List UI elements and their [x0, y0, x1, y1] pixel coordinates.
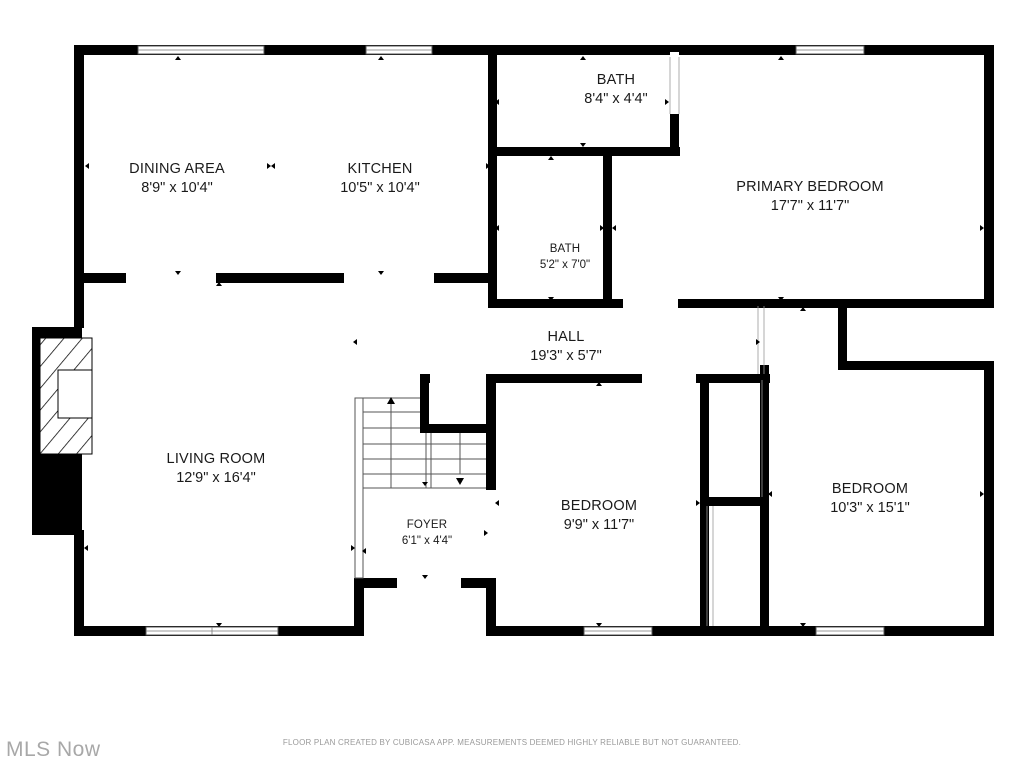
wall-kitchen-bottom: [74, 273, 496, 283]
wall-primary-bottom: [678, 299, 994, 308]
room-name: KITCHEN: [347, 161, 413, 177]
room-dimensions: 17'7" x 11'7": [770, 198, 850, 214]
wall-stair-right: [486, 374, 496, 490]
room-name: BATH: [596, 72, 636, 88]
room-name: BEDROOM: [560, 498, 638, 514]
room-hall: HALL 19'3" x 5'7": [530, 329, 601, 364]
room-dimensions: 8'4" x 4'4": [584, 91, 648, 107]
room-name: BATH: [549, 243, 581, 255]
room-primary-bedroom: PRIMARY BEDROOM 17'7" x 11'7": [736, 179, 884, 214]
room-name: DINING AREA: [129, 161, 225, 177]
wall-left-lower: [74, 530, 84, 636]
room-bath-upper: BATH 8'4" x 4'4": [584, 72, 647, 107]
wall-closet2-mid: [700, 497, 768, 506]
wall-bath1-right: [670, 114, 679, 156]
windows: [137, 45, 885, 636]
wall-foyer-right: [486, 578, 496, 636]
wall-foyer-left: [354, 580, 364, 636]
stairs: [354, 397, 486, 579]
mls-now-watermark: MLS Now: [6, 738, 101, 761]
room-dimensions: 9'9" x 11'7": [563, 517, 635, 533]
wall-stair-left: [420, 374, 429, 432]
wall-top: [74, 45, 994, 55]
wall-closet-left: [838, 306, 847, 370]
wall-closet-bottom: [838, 361, 994, 370]
room-dimensions: 19'3" x 5'7": [530, 348, 602, 364]
room-living-room: LIVING ROOM 12'9" x 16'4": [167, 451, 266, 486]
fireplace-hearth: [39, 337, 93, 455]
room-dimensions: 5'2" x 7'0": [539, 259, 591, 271]
wall-bath2-right: [603, 150, 612, 308]
room-bedroom-center: BEDROOM 9'9" x 11'7": [561, 498, 637, 533]
wall-bedroom2-left: [760, 365, 769, 636]
room-dimensions: 10'5" x 10'4": [340, 180, 420, 196]
room-name: HALL: [547, 329, 585, 345]
room-name: LIVING ROOM: [166, 451, 266, 467]
wall-left-upper: [74, 45, 84, 328]
room-foyer: FOYER 6'1" x 4'4": [402, 519, 452, 547]
room-name: FOYER: [406, 519, 448, 531]
room-dimensions: 6'1" x 4'4": [401, 535, 453, 547]
wall-hall-bottom-b: [696, 374, 770, 383]
walls: [32, 45, 994, 636]
room-bath-lower: BATH 5'2" x 7'0": [540, 243, 590, 271]
room-kitchen: KITCHEN 10'5" x 10'4": [340, 161, 420, 196]
room-dimensions: 8'9" x 10'4": [141, 180, 213, 196]
room-name: BEDROOM: [831, 481, 909, 497]
wall-hall-bottom-a: [486, 374, 642, 383]
room-name: PRIMARY BEDROOM: [736, 179, 884, 195]
room-bedroom-right: BEDROOM 10'3" x 15'1": [830, 481, 910, 516]
room-dimensions: 12'9" x 16'4": [176, 470, 256, 486]
wall-kitchen-right: [488, 52, 497, 306]
wall-stair-top: [420, 424, 496, 433]
room-dimensions: 10'3" x 15'1": [830, 500, 910, 516]
disclaimer-text: FLOOR PLAN CREATED BY CUBICASA APP. MEAS…: [282, 738, 742, 747]
wall-bottom-right: [486, 626, 994, 636]
wall-bath2-bottom: [488, 299, 623, 308]
room-dining-area: DINING AREA 8'9" x 10'4": [129, 161, 225, 196]
wall-bath1-bottom: [488, 147, 680, 156]
dimension-ticks: [84, 56, 984, 627]
